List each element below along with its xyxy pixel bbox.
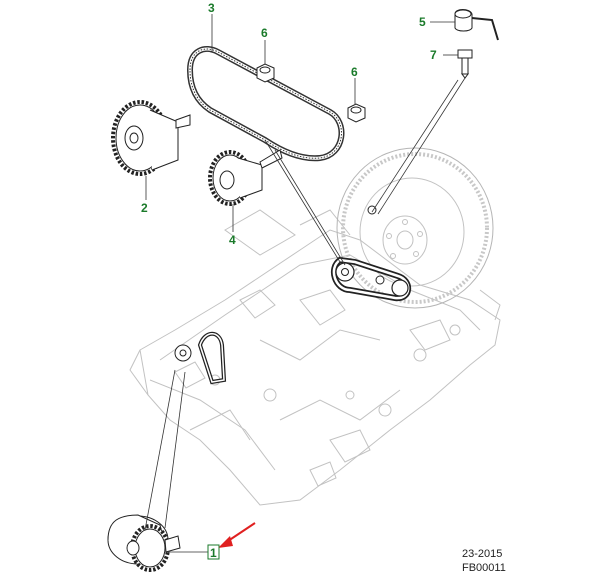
callout-6b-label: 6 [351, 65, 358, 79]
crankshaft-sprocket [107, 514, 181, 572]
nut-lower [347, 103, 366, 123]
sensor [454, 9, 499, 41]
bolt [457, 49, 473, 79]
auxiliary-belt [330, 205, 412, 302]
front-sprocket-on-engine [174, 331, 227, 385]
callout-1: 1 [207, 544, 220, 560]
callout-5-label: 5 [419, 15, 426, 29]
flywheel-ghost [336, 147, 494, 309]
callout-7-label: 7 [430, 48, 437, 62]
camshaft-sprocket [111, 100, 191, 176]
callout-4-label: 4 [229, 233, 236, 247]
reference-code: 23-2015 [462, 548, 502, 560]
callout-1-label: 1 [210, 546, 217, 560]
figure-id: FB00011 [462, 562, 506, 574]
timing-belt [186, 46, 345, 162]
red-pointer-arrow [218, 522, 256, 548]
leader-lines [144, 14, 466, 553]
callout-2-label: 2 [141, 201, 148, 215]
tensioner-sprocket [208, 149, 283, 206]
callout-3-label: 3 [208, 1, 215, 15]
engine-block-ghost [129, 209, 501, 506]
callout-6a-label: 6 [261, 26, 268, 40]
nut-upper [256, 63, 275, 83]
